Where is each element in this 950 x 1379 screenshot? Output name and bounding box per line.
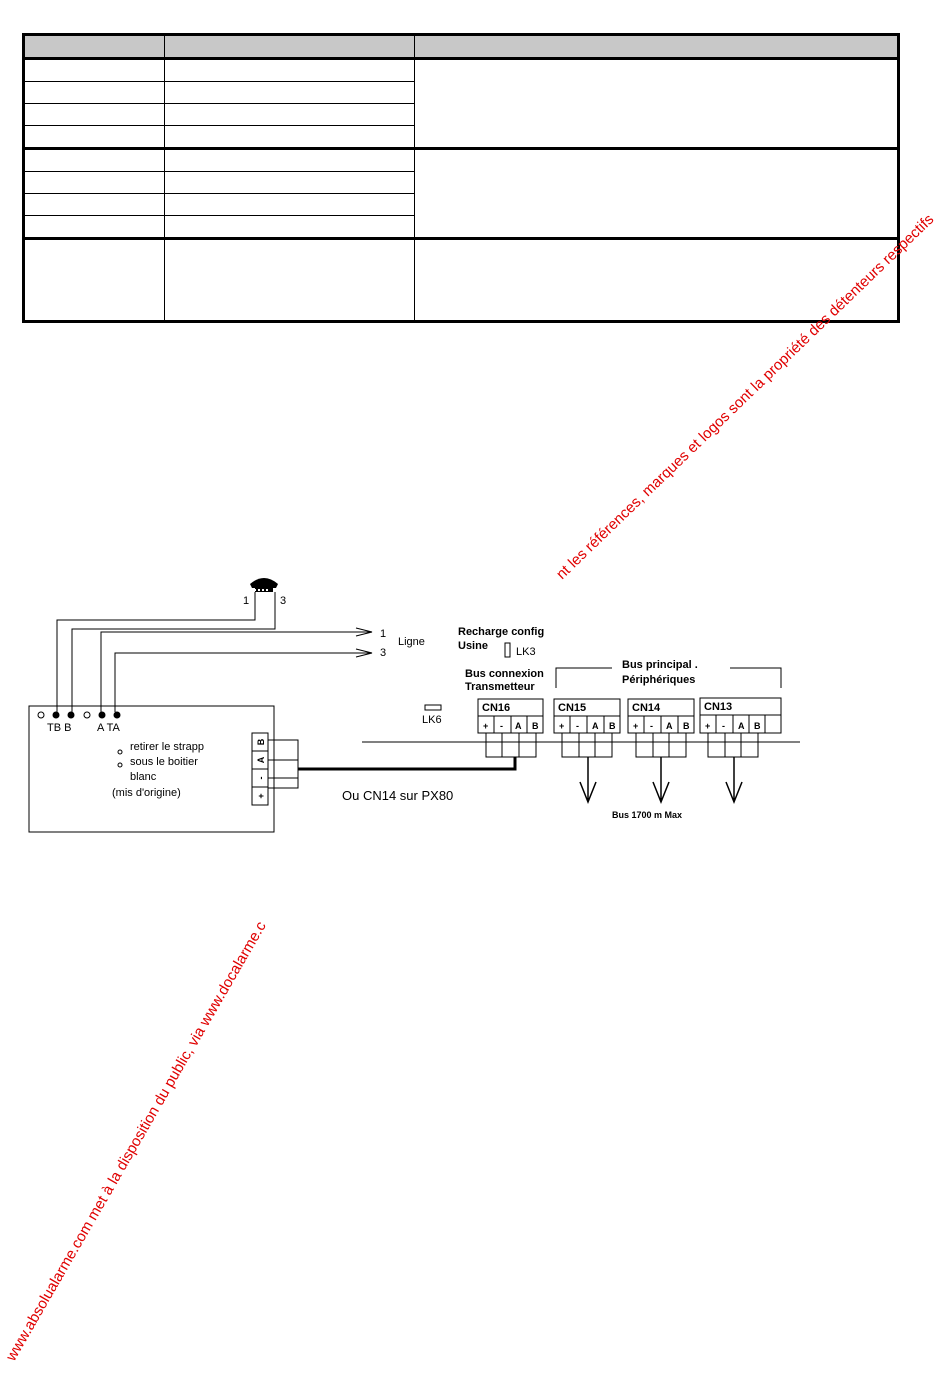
- transmitter-terminals: [37, 711, 121, 719]
- pin-plus: +: [705, 721, 710, 731]
- phone-pin-right: 3: [280, 595, 286, 607]
- connector-name: CN13: [704, 701, 732, 713]
- table-cell-merged: [414, 148, 899, 240]
- pin-b: B: [683, 721, 690, 731]
- table-cell: [23, 215, 165, 240]
- line-label: Ligne: [398, 636, 425, 648]
- table-row: [23, 215, 899, 240]
- table-cell: [164, 148, 415, 172]
- spec-table: [22, 33, 900, 323]
- connector-cn13: CN13 + - A B: [699, 697, 782, 805]
- header-cell-1: [23, 34, 165, 60]
- pin-plus: +: [559, 721, 564, 731]
- connector-name: CN15: [558, 702, 586, 714]
- table-row: [23, 238, 899, 322]
- table-cell: [164, 238, 415, 322]
- table-cell: [164, 125, 415, 150]
- note-line-2: sous le boitier: [130, 756, 198, 768]
- connector-cn16: CN16 + - A B: [477, 698, 544, 758]
- table-cell: [414, 238, 899, 322]
- lk3-jumper: [504, 642, 511, 658]
- strap-hole: [117, 762, 123, 768]
- pin-minus: -: [722, 721, 725, 731]
- table-cell-merged: [414, 58, 899, 150]
- bus-connexion-line-1: Bus connexion: [465, 668, 544, 680]
- lk6-label: LK6: [422, 714, 442, 726]
- bus-connexion-line-2: Transmetteur: [465, 681, 535, 693]
- bus-max-label: Bus 1700 m Max: [612, 810, 682, 820]
- table-row: [23, 81, 899, 104]
- side-pin-plus: +: [256, 793, 266, 798]
- table-cell: [23, 125, 165, 150]
- table-row: [23, 171, 899, 194]
- table-row: [23, 148, 899, 240]
- terminal-label-a-ta: A TA: [97, 722, 120, 734]
- recharge-line-1: Recharge config: [458, 626, 544, 638]
- side-connector-wires: [268, 739, 299, 789]
- pin-minus: -: [576, 721, 579, 731]
- pin-b: B: [609, 721, 616, 731]
- note-line-1: retirer le strapp: [130, 741, 204, 753]
- line-pin-3: 3: [380, 647, 386, 659]
- watermark-text-upper: nt les références, marques et logos sont…: [553, 211, 937, 583]
- line-pin-1: 1: [380, 628, 386, 640]
- bus-principal-line-2: Périphériques: [622, 674, 695, 686]
- table-row: [23, 125, 899, 150]
- table-cell: [164, 215, 415, 240]
- bus-principal-line-1: Bus principal .: [622, 659, 698, 671]
- table-cell: [23, 238, 165, 322]
- pin-plus: +: [633, 721, 638, 731]
- connector-name: CN14: [632, 702, 661, 714]
- pin-a: A: [592, 721, 599, 731]
- table-cell: [23, 58, 165, 82]
- pin-a: A: [515, 721, 522, 731]
- phone-wires: [56, 592, 370, 712]
- header-cell-2: [164, 34, 415, 60]
- side-pin-b: B: [256, 738, 266, 745]
- pin-minus: -: [650, 721, 653, 731]
- table-row: [23, 58, 899, 150]
- watermark-text-lower: www.absolualarme.com met à la dispositio…: [2, 918, 270, 1365]
- side-pin-minus: -: [256, 777, 266, 780]
- bus-principal-bracket-left: [555, 667, 612, 688]
- table-cell: [23, 148, 165, 172]
- pin-b: B: [754, 721, 761, 731]
- pin-minus: -: [500, 721, 503, 731]
- pin-b: B: [532, 721, 539, 731]
- bus-cable: [298, 757, 517, 771]
- terminal-label-tb-b: TB B: [47, 722, 71, 734]
- connector-cn15: CN15 + - A B: [553, 698, 621, 805]
- lk3-label: LK3: [516, 646, 536, 658]
- line-output-arrows: [355, 627, 373, 658]
- connector-name: CN16: [482, 702, 510, 714]
- telephone-icon: [250, 578, 278, 592]
- strap-hole: [117, 749, 123, 755]
- note-line-3: blanc: [130, 771, 157, 783]
- pin-plus: +: [483, 721, 488, 731]
- pin-a: A: [738, 721, 745, 731]
- note-line-4: (mis d'origine): [112, 787, 181, 799]
- recharge-line-2: Usine: [458, 640, 488, 652]
- pin-a: A: [666, 721, 673, 731]
- bus-principal-bracket-right: [730, 667, 782, 688]
- table-header-row: [23, 34, 899, 60]
- phone-pin-left: 1: [243, 595, 249, 607]
- lk6-jumper: [424, 704, 442, 711]
- cable-note: Ou CN14 sur PX80: [342, 788, 453, 803]
- header-cell-3: [414, 34, 899, 60]
- transmitter-box: [28, 705, 275, 833]
- table-row: [23, 103, 899, 126]
- connector-cn14: CN14 + - A B: [627, 698, 695, 805]
- side-pin-a: A: [256, 756, 266, 763]
